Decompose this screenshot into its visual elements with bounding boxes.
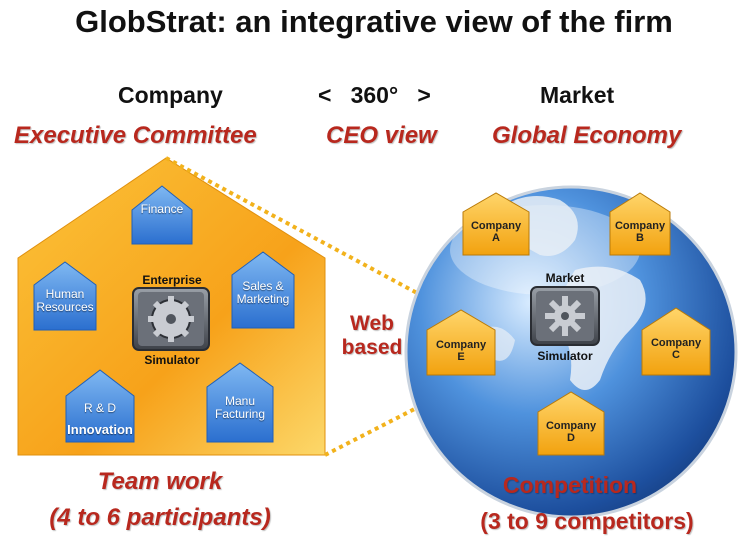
unit-hr-label: Human Resources [36, 287, 94, 314]
competition-competitors: (3 to 9 competitors) [480, 508, 694, 534]
company-e-shape [426, 309, 496, 376]
unit-sales-label: Sales & Marketing [236, 279, 290, 306]
market-sim-bottom-label: Simulator [537, 349, 593, 363]
enterprise-sim-bottom-label: Simulator [144, 353, 200, 367]
unit-innovation-label: Innovation [67, 422, 133, 437]
company-a-shape [462, 192, 530, 256]
header-market: Market [540, 82, 615, 108]
subheader-global-economy: Global Economy [492, 122, 682, 149]
competition-title: Competition [502, 472, 638, 498]
unit-manufacturing-shape [206, 362, 274, 443]
team-work-participants: (4 to 6 participants) [49, 504, 271, 531]
unit-rd-label: R & D [83, 401, 116, 415]
enterprise-sim-top-label: Enterprise [142, 273, 202, 287]
header-company: Company [118, 82, 223, 108]
company-d-shape [537, 391, 605, 456]
unit-finance-label: Finance [140, 202, 184, 216]
company-b-shape [609, 192, 671, 256]
unit-rd-shape [65, 369, 135, 443]
market-sim-top-label: Market [545, 271, 585, 285]
subheader-ceo-view: CEO view [326, 122, 437, 149]
unit-manufacturing-label: Manu Facturing [214, 394, 266, 421]
header-360: < 360° > [318, 82, 431, 108]
team-work-title: Team work [97, 468, 223, 495]
unit-finance-shape [131, 185, 193, 245]
unit-hr-shape [33, 261, 97, 331]
company-c-shape [641, 307, 711, 376]
subheader-executive-committee: Executive Committee [14, 122, 257, 149]
unit-sales-shape [231, 251, 295, 329]
page-title: GlobStrat: an integrative view of the fi… [75, 4, 673, 39]
